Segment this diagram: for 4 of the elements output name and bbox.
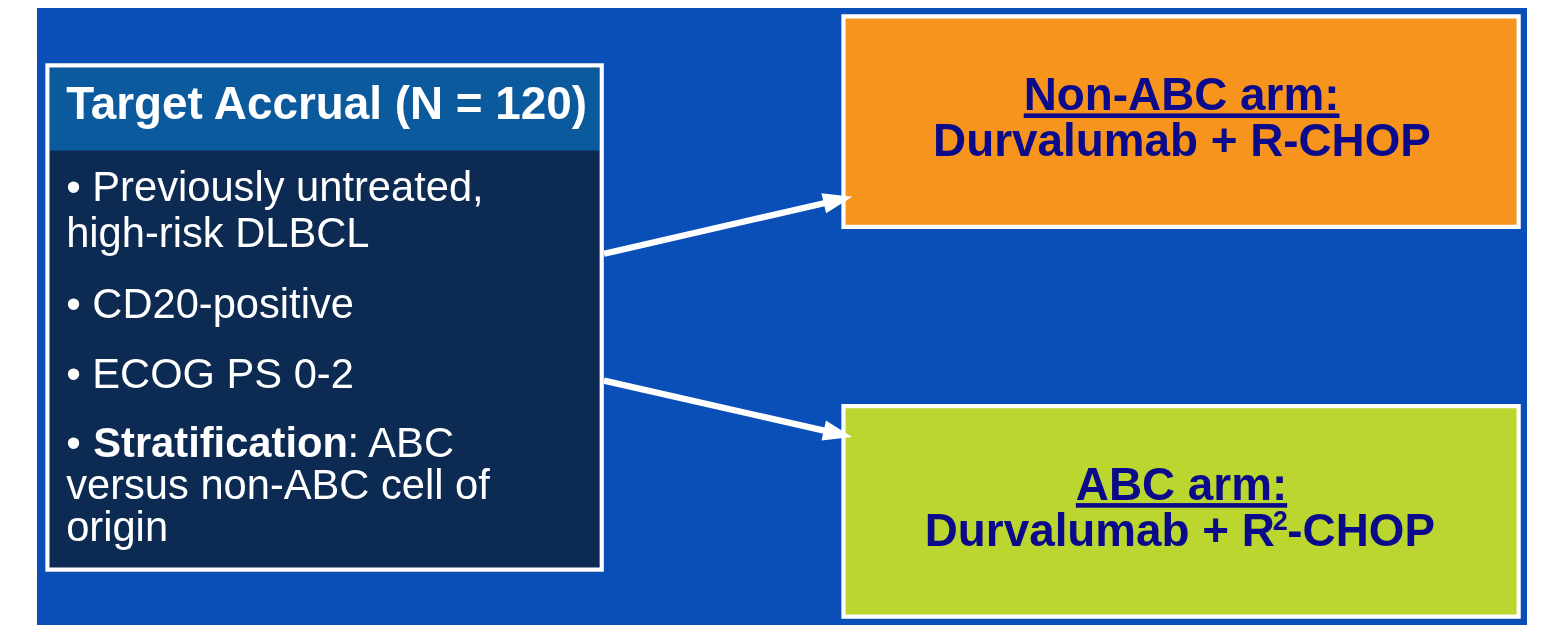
node-box: Non-ABC arm: Durvalumab + R-CHOP bbox=[841, 14, 1521, 229]
node-box: ABC arm: Durvalumab + R$^{2}$-CHOP bbox=[841, 404, 1521, 619]
arrow bbox=[603, 193, 853, 257]
arrow bbox=[603, 377, 853, 441]
